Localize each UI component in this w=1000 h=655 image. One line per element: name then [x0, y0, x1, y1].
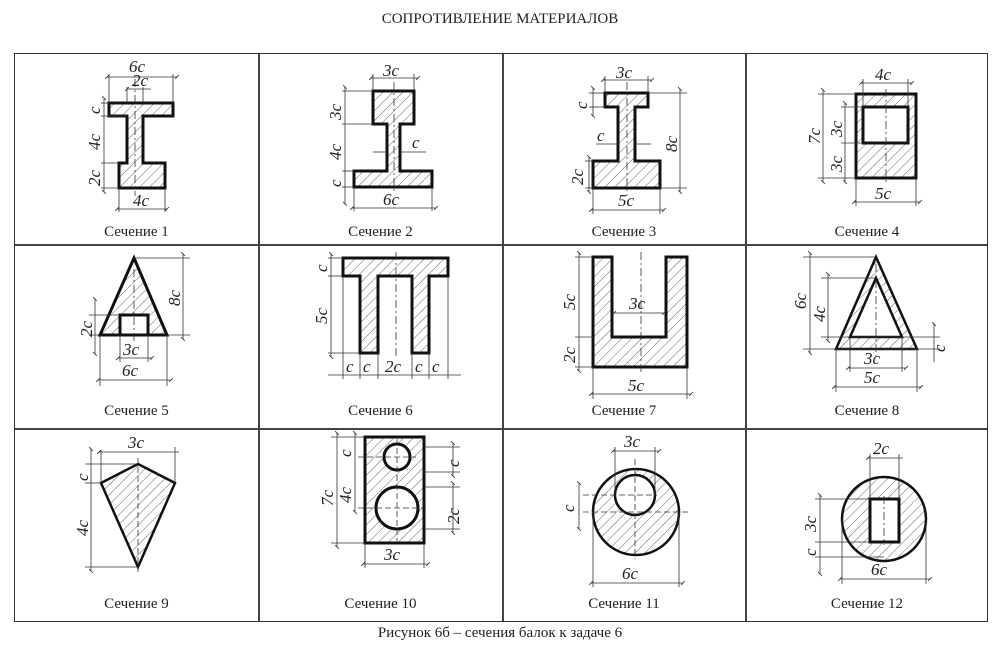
dim-label: c — [336, 449, 355, 457]
section-5-drawing: 8c 2c 3c 6c — [77, 251, 190, 386]
dim-label: 6c — [622, 564, 639, 583]
table-divider — [15, 244, 987, 246]
dim-label: c — [432, 357, 440, 376]
section-3-drawing: 3c c c 8c 2c 5c — [568, 63, 687, 214]
dim-label: 5c — [875, 184, 892, 203]
dim-label: 6c — [129, 57, 146, 76]
drawings-layer: 6c 2c c 4c 2c 4c 3c 3c 4c c — [73, 57, 949, 587]
dim-label: 6c — [383, 190, 400, 209]
section-12-drawing: 2c 3c c 6c — [801, 439, 933, 584]
dim-label: 2c — [77, 321, 96, 338]
section-1-drawing: 6c 2c c 4c 2c 4c — [85, 57, 180, 212]
section-2-drawing: 3c 3c 4c c c 6c — [326, 61, 439, 211]
dim-label: 2c — [385, 357, 402, 376]
dim-label: 7c — [805, 128, 824, 145]
dim-label: 2c — [873, 439, 890, 458]
section-8-drawing: 6c 4c c 3c 5c — [791, 250, 949, 392]
dim-label: c — [85, 106, 104, 114]
dim-label: 3c — [827, 121, 846, 139]
table-divider — [15, 428, 987, 430]
dim-label: c — [415, 357, 423, 376]
section-6-drawing: c 5c c c 2c c c — [312, 251, 461, 379]
dim-label: 5c — [312, 308, 331, 325]
dim-label: c — [801, 548, 820, 556]
dim-label: 4c — [875, 65, 892, 84]
section-4-drawing: 4c 7c 3c 3c 5c — [805, 65, 923, 206]
dim-label: 5c — [864, 368, 881, 387]
dim-label: c — [346, 357, 354, 376]
dim-label: 3c — [827, 156, 846, 174]
dim-label: c — [363, 357, 371, 376]
dim-label: 3c — [383, 545, 401, 564]
section-caption: Сечение 3 — [591, 224, 657, 240]
dim-label: 4c — [326, 144, 345, 161]
document-title: СОПРОТИВЛЕНИЕ МАТЕРИАЛОВ — [381, 11, 619, 27]
dim-label: 4c — [85, 134, 104, 151]
dim-label: 6c — [791, 293, 810, 310]
dim-label: 3c — [122, 340, 140, 359]
table-divider — [745, 54, 747, 621]
section-caption: Сечение 8 — [834, 403, 900, 419]
section-caption: Сечение 11 — [588, 596, 660, 612]
dim-label: 4c — [810, 306, 829, 323]
dim-label: 3c — [801, 516, 820, 534]
dim-label: 5c — [628, 376, 645, 395]
dim-label: 8c — [165, 290, 184, 307]
section-caption: Сечение 6 — [348, 403, 413, 419]
dim-label: 3c — [382, 61, 400, 80]
dim-label: 4c — [73, 520, 92, 537]
dim-label: c — [444, 459, 463, 467]
dim-label: 4c — [133, 191, 150, 210]
section-caption: Сечение 7 — [591, 403, 657, 419]
dim-label: 6c — [871, 560, 888, 579]
dim-label: c — [73, 473, 92, 481]
dim-label: 3c — [863, 349, 881, 368]
dim-label: c — [312, 264, 331, 272]
dim-label: 3c — [326, 104, 345, 122]
section-11-drawing: 3c c 6c — [559, 432, 690, 587]
dim-label: 2c — [444, 508, 463, 525]
section-caption: Сечение 5 — [104, 403, 169, 419]
dim-label: 3c — [615, 63, 633, 82]
section-caption: Сечение 12 — [830, 596, 904, 612]
section-caption: Сечение 9 — [104, 596, 169, 612]
dim-label: 4c — [336, 487, 355, 504]
dim-label: c — [326, 179, 345, 187]
dim-label: 6c — [122, 361, 139, 380]
figure-caption: Рисунок 6б – сечения балок к задаче 6 — [377, 625, 623, 641]
section-caption: Сечение 1 — [104, 224, 169, 240]
dim-label: 2c — [132, 71, 149, 90]
dim-label: c — [597, 126, 605, 145]
section-caption: Сечение 4 — [834, 224, 900, 240]
sections-table: 6c 2c c 4c 2c 4c 3c 3c 4c c — [14, 53, 988, 622]
dim-label: c — [412, 133, 420, 152]
dim-label: c — [572, 101, 591, 109]
dim-label: 3c — [623, 432, 641, 451]
table-divider — [258, 54, 260, 621]
section-caption: Сечение 10 — [344, 596, 417, 612]
section-caption: Сечение 2 — [348, 224, 413, 240]
dim-label: 8c — [662, 136, 681, 153]
dim-label: 5c — [618, 191, 635, 210]
dim-label: 2c — [568, 169, 587, 186]
section-9-drawing: 3c c 4c — [73, 433, 179, 574]
dim-label: 7c — [318, 490, 337, 507]
dim-label: 2c — [560, 347, 579, 364]
dim-label: c — [559, 504, 578, 512]
dim-label: 5c — [560, 294, 579, 311]
table-divider — [502, 54, 504, 621]
dim-label: 2c — [85, 170, 104, 187]
section-10-drawing: 7c 4c c c 2c 3c — [318, 430, 463, 568]
section-7-drawing: 5c 3c 2c 5c — [560, 250, 694, 399]
dim-label: 3c — [127, 433, 145, 452]
dim-label: c — [930, 344, 949, 352]
dim-label: 3c — [628, 294, 646, 313]
